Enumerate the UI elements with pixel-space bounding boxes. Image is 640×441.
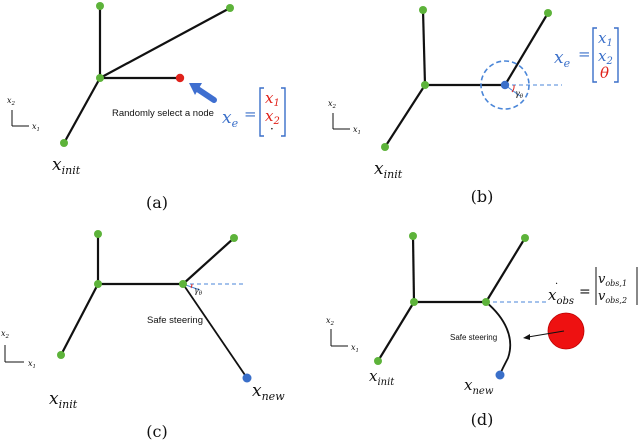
obstacle [547,312,585,350]
vector-entry: θ [600,64,609,82]
x-init-label: xinit [369,367,395,388]
tree-node [419,6,427,14]
velocity-vector: vobs,1 vobs,2 [595,267,638,305]
selected-node [500,80,510,90]
tree-node [482,298,490,306]
tree-edge [504,12,549,86]
selection-arrow [189,83,217,103]
tree-edge [485,237,526,303]
axes-glyph: x2 x1 [326,316,359,354]
tree-node [421,81,429,89]
equals-sign: = [579,284,591,300]
axis-x-label: x1 [351,343,359,354]
tree-edge [384,84,426,148]
new-node [242,373,252,383]
tree-node [96,2,104,10]
x-init-label: xinit [52,155,81,177]
bracket-left [259,87,264,137]
panel-c: γθ Safe steering x2 x1 xinit xnew (c) [1,230,285,441]
tree-edge [377,301,415,362]
annotation-text: Safe steering [147,315,203,326]
tree-node [60,139,68,147]
axis-x-label: x1 [28,359,36,370]
x-obs-label: xobs [548,286,574,307]
annotation-text: Randomly select a node [112,108,214,119]
tree-edge [411,235,416,303]
tree-node [94,280,102,288]
panel-a: Randomly select a node xe = x1 x2 · x2 x… [7,2,286,212]
tree-edges [384,9,549,148]
angle-label: γθ [194,286,203,297]
vector-entry: · [270,122,274,136]
tree-node [410,298,418,306]
angle-arc [511,84,515,93]
tree-edges [63,6,231,144]
x-obs-dot: · [555,279,558,290]
tree-edge [63,77,101,144]
selected-node [175,73,185,83]
obstacle-velocity-arrow [523,330,565,340]
tree-node [179,280,187,288]
tree-edge [99,7,231,79]
axis-x-label: x1 [32,122,40,133]
axes-glyph: x2 x1 [7,96,40,133]
tree-edge [60,283,99,356]
equals-sign: = [578,45,591,63]
x-new-label: xnew [252,381,285,403]
bracket-right [281,87,286,137]
panel-caption: (c) [146,422,167,441]
panel-caption: (d) [471,410,494,429]
vector-entry: x2 [598,47,613,67]
panel-caption: (b) [471,187,494,206]
vector-entry: x1 [598,29,613,49]
annotation-text: Safe steering [450,333,497,342]
axis-y-label: x2 [328,99,337,110]
axis-y-label: x2 [7,96,16,107]
panel-d: Safe steering xobs · = vobs,1 vobs,2 x2 … [326,232,638,429]
tree-edges [377,235,526,376]
angle-arc [190,283,193,289]
vector-entry: vobs,2 [598,289,627,305]
vector-entry: x2 [265,107,280,127]
tree-node [94,230,102,238]
axis-y-label: x2 [326,316,335,327]
axis-x-label: x1 [353,125,361,136]
new-node [495,370,505,380]
panel-b: γθ xe = x1 x2 θ x2 x1 xinit (b) [328,6,619,206]
x-e-label: xe [222,108,239,130]
tree-node [226,4,234,12]
axes-glyph: x2 x1 [1,329,36,370]
tree-node [230,234,238,242]
tree-edge [182,237,235,285]
tree-node [96,74,104,82]
bracket-left [592,27,597,83]
tree-node [381,143,389,151]
axes-glyph: x2 x1 [328,99,361,136]
angle-label: γθ [515,89,524,100]
tree-node [374,357,382,365]
axis-y-label: x2 [1,329,10,340]
equals-sign: = [244,105,257,123]
tree-node [409,232,417,240]
x-new-label: xnew [464,376,494,397]
panel-caption: (a) [146,193,168,212]
x-init-label: xinit [374,159,403,181]
state-vector: x1 x2 θ [592,27,619,83]
vector-entry: vobs,1 [598,272,627,288]
tree-edges [60,234,248,379]
tree-node [544,9,552,17]
tree-node [521,234,529,242]
tree-edge [421,9,427,86]
steering-path [182,283,248,379]
state-vector: x1 x2 · [259,87,286,137]
x-init-label: xinit [49,389,78,411]
tree-node [57,351,65,359]
x-e-label: xe [554,48,571,70]
vector-entry: x1 [265,89,280,109]
bracket-right [614,27,619,83]
